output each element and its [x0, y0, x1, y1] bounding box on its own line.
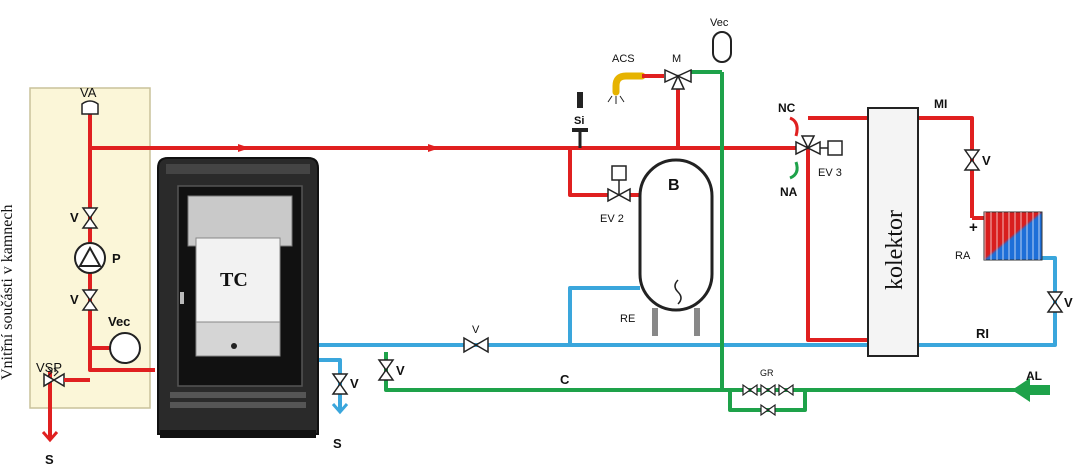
re-label: RE: [620, 313, 635, 325]
drain-valve-icon: [331, 373, 349, 395]
panel-vertical-label: Vnitřní součásti v kamnech: [0, 204, 16, 380]
coil-return-pipe: [568, 286, 640, 345]
re-heating-element-icon: [674, 279, 682, 305]
valve-icon-bottom: [81, 216, 99, 229]
flow-arrow-1: [238, 144, 250, 152]
panel-vec-label: Vec: [108, 314, 130, 329]
va-label: VA: [80, 85, 97, 100]
stove-grille-1: [170, 392, 306, 398]
va-air-vent: [81, 100, 99, 115]
return-v-label: V: [472, 324, 480, 336]
drain-outlet-icon: [331, 403, 349, 415]
acs-faucet-icon: [607, 72, 664, 104]
panel-riser-pipe: [88, 118, 155, 372]
stove-handle-dot: [231, 343, 237, 349]
kolektor-label: kolektor: [882, 210, 908, 290]
si-safety-device-icon: [572, 92, 588, 148]
return-to-kolektor-pipe: [806, 148, 868, 342]
gr-valve-group: [742, 383, 794, 417]
flow-arrow-2: [428, 144, 440, 152]
stove-ash-area: [195, 321, 281, 357]
stove-top-plate: [166, 164, 310, 174]
stove-grille-2: [170, 402, 306, 408]
right-valve-upper-icon: [963, 149, 981, 171]
al-inlet-arrow: [1012, 378, 1050, 402]
radiator-fins: [984, 212, 1042, 260]
panel-v-lower-label: V: [70, 292, 79, 307]
m-label: M: [672, 53, 681, 65]
ri-label: RI: [976, 326, 989, 341]
nc-label: NC: [778, 101, 796, 115]
c-label: C: [560, 372, 570, 387]
plus-label: +: [969, 219, 978, 236]
kolektor-manifold: [867, 107, 919, 357]
ev3-label: EV 3: [818, 167, 842, 179]
flow-arrows: [238, 144, 440, 152]
m-mixing-valve-icon: [664, 68, 692, 90]
na-label: NA: [780, 185, 798, 199]
stove-label: TC: [220, 269, 248, 291]
pump-icon: [74, 242, 106, 274]
drain-s-label: S: [333, 436, 342, 451]
stove-window: [195, 237, 281, 323]
green-valve-left-icon: [377, 359, 395, 381]
boiler-label: B: [668, 177, 680, 194]
panel-drain-outlet-icon: [41, 431, 59, 443]
gr-label: GR: [760, 368, 774, 378]
pump-label: P: [112, 251, 121, 266]
right-v-upper-label: V: [982, 153, 991, 168]
hot-flow-pipes: [48, 84, 974, 440]
bypass-loop-pipe: [728, 390, 807, 412]
ev2-label: EV 2: [600, 213, 624, 225]
panel-v-upper-label: V: [70, 210, 79, 225]
top-vec-label: Vec: [710, 17, 729, 29]
boiler-tank: [638, 158, 714, 312]
panel-valve-lower: [81, 289, 99, 311]
mi-flow-pipe: [918, 116, 974, 218]
right-valve-lower-icon: [1046, 291, 1064, 313]
stove-tc: [157, 157, 319, 438]
top-expansion-vessel-icon: [712, 31, 732, 63]
al-label: AL: [1026, 369, 1042, 383]
mi-label: MI: [934, 97, 947, 111]
green-v-left-label: V: [396, 363, 405, 378]
stove-base: [160, 430, 316, 438]
valve-icon-top: [81, 289, 99, 302]
ev3-valve-icon: [795, 135, 843, 156]
acs-label: ACS: [612, 53, 635, 65]
nc-port-icon: [789, 116, 799, 137]
ev2-branch-pipe: [568, 148, 612, 197]
panel-expansion-vessel-icon: [109, 332, 141, 364]
valve-icon-top: [81, 207, 99, 220]
panel-valve-upper: [81, 207, 99, 229]
valve-icon-bottom: [81, 298, 99, 311]
na-port-icon: [789, 161, 799, 180]
main-cold-water-pipe: [384, 352, 1040, 392]
ev2-valve-icon: [607, 165, 631, 203]
boiler-legs: [652, 308, 700, 336]
drain-pipe: [318, 358, 342, 410]
ra-label: RA: [955, 250, 971, 262]
si-label: Si: [574, 115, 584, 127]
air-vent-icon: [81, 100, 99, 115]
stove-door-hinge: [180, 292, 184, 304]
return-valve-icon: [463, 336, 489, 354]
panel-s-label: S: [45, 452, 54, 467]
right-v-lower-label: V: [1064, 295, 1073, 310]
drain-v-label: V: [350, 376, 359, 391]
vsp-label: VSP: [36, 360, 62, 375]
